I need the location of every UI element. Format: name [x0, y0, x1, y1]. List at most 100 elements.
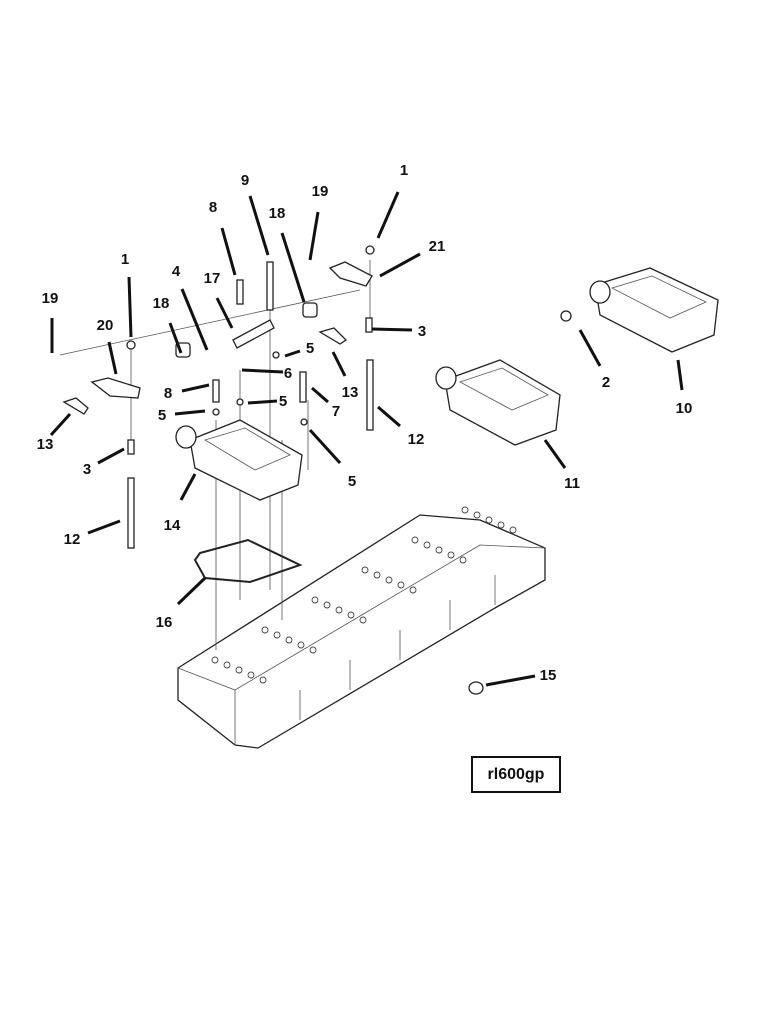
callout-11: 11 — [564, 475, 580, 492]
leader-line — [308, 211, 320, 261]
bolt-hole — [409, 586, 417, 594]
leader-line — [376, 191, 400, 239]
cylinder-head — [177, 506, 546, 749]
rocker-housing-10 — [589, 267, 719, 353]
leader-line — [284, 349, 301, 358]
leader-line — [379, 252, 421, 278]
callout-2: 2 — [602, 374, 610, 391]
callout-14: 14 — [164, 517, 181, 534]
leader-line — [377, 405, 401, 428]
bolt-hole — [509, 526, 517, 534]
callout-6: 6 — [284, 365, 292, 382]
bolt-hole — [273, 631, 281, 639]
bolt-hole — [359, 616, 367, 624]
leader-line — [311, 386, 329, 404]
bolt-hole — [259, 676, 267, 684]
callout-16: 16 — [156, 614, 173, 631]
leader-line — [485, 674, 536, 687]
leader-line — [87, 519, 121, 535]
leader-line — [107, 341, 118, 375]
leader-line — [180, 288, 209, 351]
callout-3: 3 — [418, 323, 426, 340]
callout-15: 15 — [540, 667, 557, 684]
bolt-hole — [285, 636, 293, 644]
bolt-hole — [361, 566, 369, 574]
rocker-housing-11 — [435, 359, 561, 446]
leader-line — [215, 297, 234, 329]
reference-code-box: rl600gp — [471, 756, 561, 793]
leader-line — [179, 473, 197, 501]
callout-19: 19 — [312, 183, 329, 200]
small-parts — [62, 245, 572, 695]
leader-line — [331, 351, 347, 377]
leader-line — [241, 368, 284, 374]
leader-line — [220, 227, 237, 276]
bolt-hole — [261, 626, 269, 634]
bolt-hole — [423, 541, 431, 549]
callout-19: 19 — [42, 290, 59, 307]
bolt-hole — [223, 661, 231, 669]
bolt-hole — [309, 646, 317, 654]
callout-17: 17 — [204, 270, 221, 287]
bolt-hole — [411, 536, 419, 544]
leader-line — [168, 322, 183, 354]
callout-5: 5 — [158, 407, 166, 424]
bolt-hole — [323, 601, 331, 609]
bolt-hole — [497, 521, 505, 529]
leader-line — [127, 276, 133, 338]
callout-5: 5 — [306, 340, 314, 357]
bolt-hole — [347, 611, 355, 619]
bolt-hole — [235, 666, 243, 674]
leader-line — [176, 576, 207, 606]
callout-8: 8 — [209, 199, 217, 216]
leader-line — [578, 329, 602, 367]
leader-line — [308, 428, 342, 465]
callout-12: 12 — [408, 431, 425, 448]
leader-line — [371, 327, 413, 332]
callout-21: 21 — [429, 238, 446, 255]
bolt-hole — [385, 576, 393, 584]
callout-8: 8 — [164, 385, 172, 402]
bolt-hole — [311, 596, 319, 604]
leader-line — [97, 447, 125, 465]
bolt-hole — [397, 581, 405, 589]
bolt-hole — [247, 671, 255, 679]
leader-line — [543, 439, 567, 469]
leader-line — [676, 359, 684, 391]
bolt-hole — [335, 606, 343, 614]
callout-4: 4 — [172, 263, 181, 280]
bolt-hole — [461, 506, 469, 514]
callout-10: 10 — [676, 400, 693, 417]
bolt-hole — [211, 656, 219, 664]
gasket — [193, 538, 303, 584]
leader-line — [280, 232, 306, 303]
bolt-hole — [297, 641, 305, 649]
bolt-hole — [373, 571, 381, 579]
callout-18: 18 — [153, 295, 170, 312]
callout-1: 1 — [400, 162, 408, 179]
callout-7: 7 — [332, 403, 340, 420]
bolt-hole — [473, 511, 481, 519]
callout-13: 13 — [37, 436, 54, 453]
leader-line — [49, 412, 72, 437]
reference-code: rl600gp — [487, 765, 545, 783]
bolt-hole — [459, 556, 467, 564]
leader-line — [181, 383, 210, 393]
bolt-hole — [435, 546, 443, 554]
callout-3: 3 — [83, 461, 91, 478]
callout-1: 1 — [121, 251, 129, 268]
callout-12: 12 — [64, 531, 81, 548]
callout-5: 5 — [348, 473, 356, 490]
callout-9: 9 — [241, 172, 249, 189]
leader-lines — [49, 191, 684, 687]
leader-line — [247, 399, 278, 405]
callout-13: 13 — [342, 384, 359, 401]
callout-18: 18 — [269, 205, 286, 222]
bolt-hole — [447, 551, 455, 559]
rocker-housing-14 — [175, 419, 303, 501]
callout-20: 20 — [97, 317, 114, 334]
leader-line — [248, 195, 270, 256]
callout-5: 5 — [279, 393, 287, 410]
